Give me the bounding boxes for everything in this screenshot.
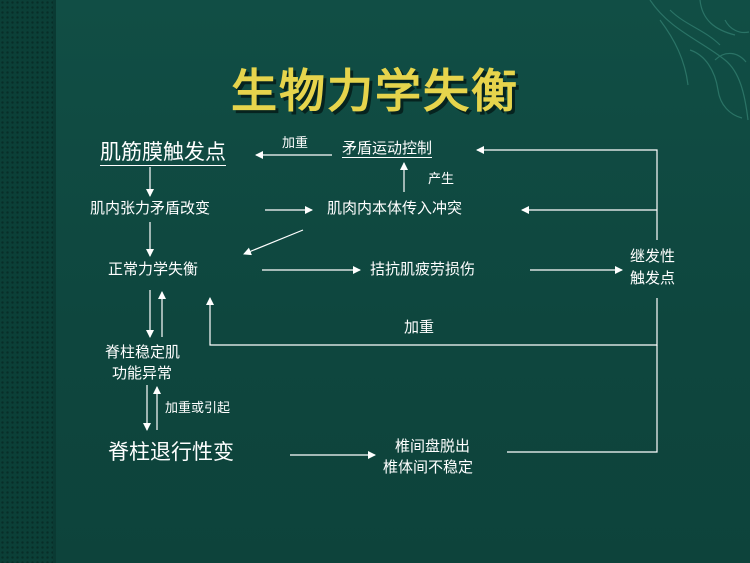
edge-label-aggravate-or-cause: 加重或引起 [165,401,231,416]
edge-label-produce: 产生 [428,172,455,187]
node-secondary-trigger-line1: 继发性 [630,247,676,265]
node-fatigue-injury: 拮抗肌疲劳损伤 [370,260,476,278]
node-antagonist-control: 矛盾运动控制 [342,139,433,158]
arrow-aggravate-loop [206,297,658,346]
arrow-conflict-to-imbalance [243,229,304,256]
slide-title: 生物力学失衡 [231,64,519,118]
node-normal-imbalance: 正常力学失衡 [108,260,199,278]
edge-label-aggravate-top: 加重 [282,136,309,151]
arrow-secondary-to-bottom [507,345,658,453]
node-spine-degeneration: 脊柱退行性变 [108,440,234,464]
node-secondary-trigger-line2: 触发点 [630,269,676,287]
node-spine-dysfunction-line1: 脊柱稳定肌 [105,343,181,361]
arrow-secondary-to-control [476,146,658,240]
edge-label-aggravate-mid: 加重 [404,318,435,336]
node-disc-herniation-line2: 椎体间不稳定 [383,458,474,476]
node-proprioception-conflict: 肌肉内本体传入冲突 [327,199,463,217]
node-trigger-point: 肌筋膜触发点 [100,140,226,167]
node-tension-change: 肌内张力矛盾改变 [90,199,211,217]
node-disc-herniation-line1: 椎间盘脱出 [395,437,471,455]
node-spine-dysfunction-line2: 功能异常 [112,364,173,382]
left-decorative-strip [0,0,56,563]
floral-ornament-icon [649,0,750,121]
